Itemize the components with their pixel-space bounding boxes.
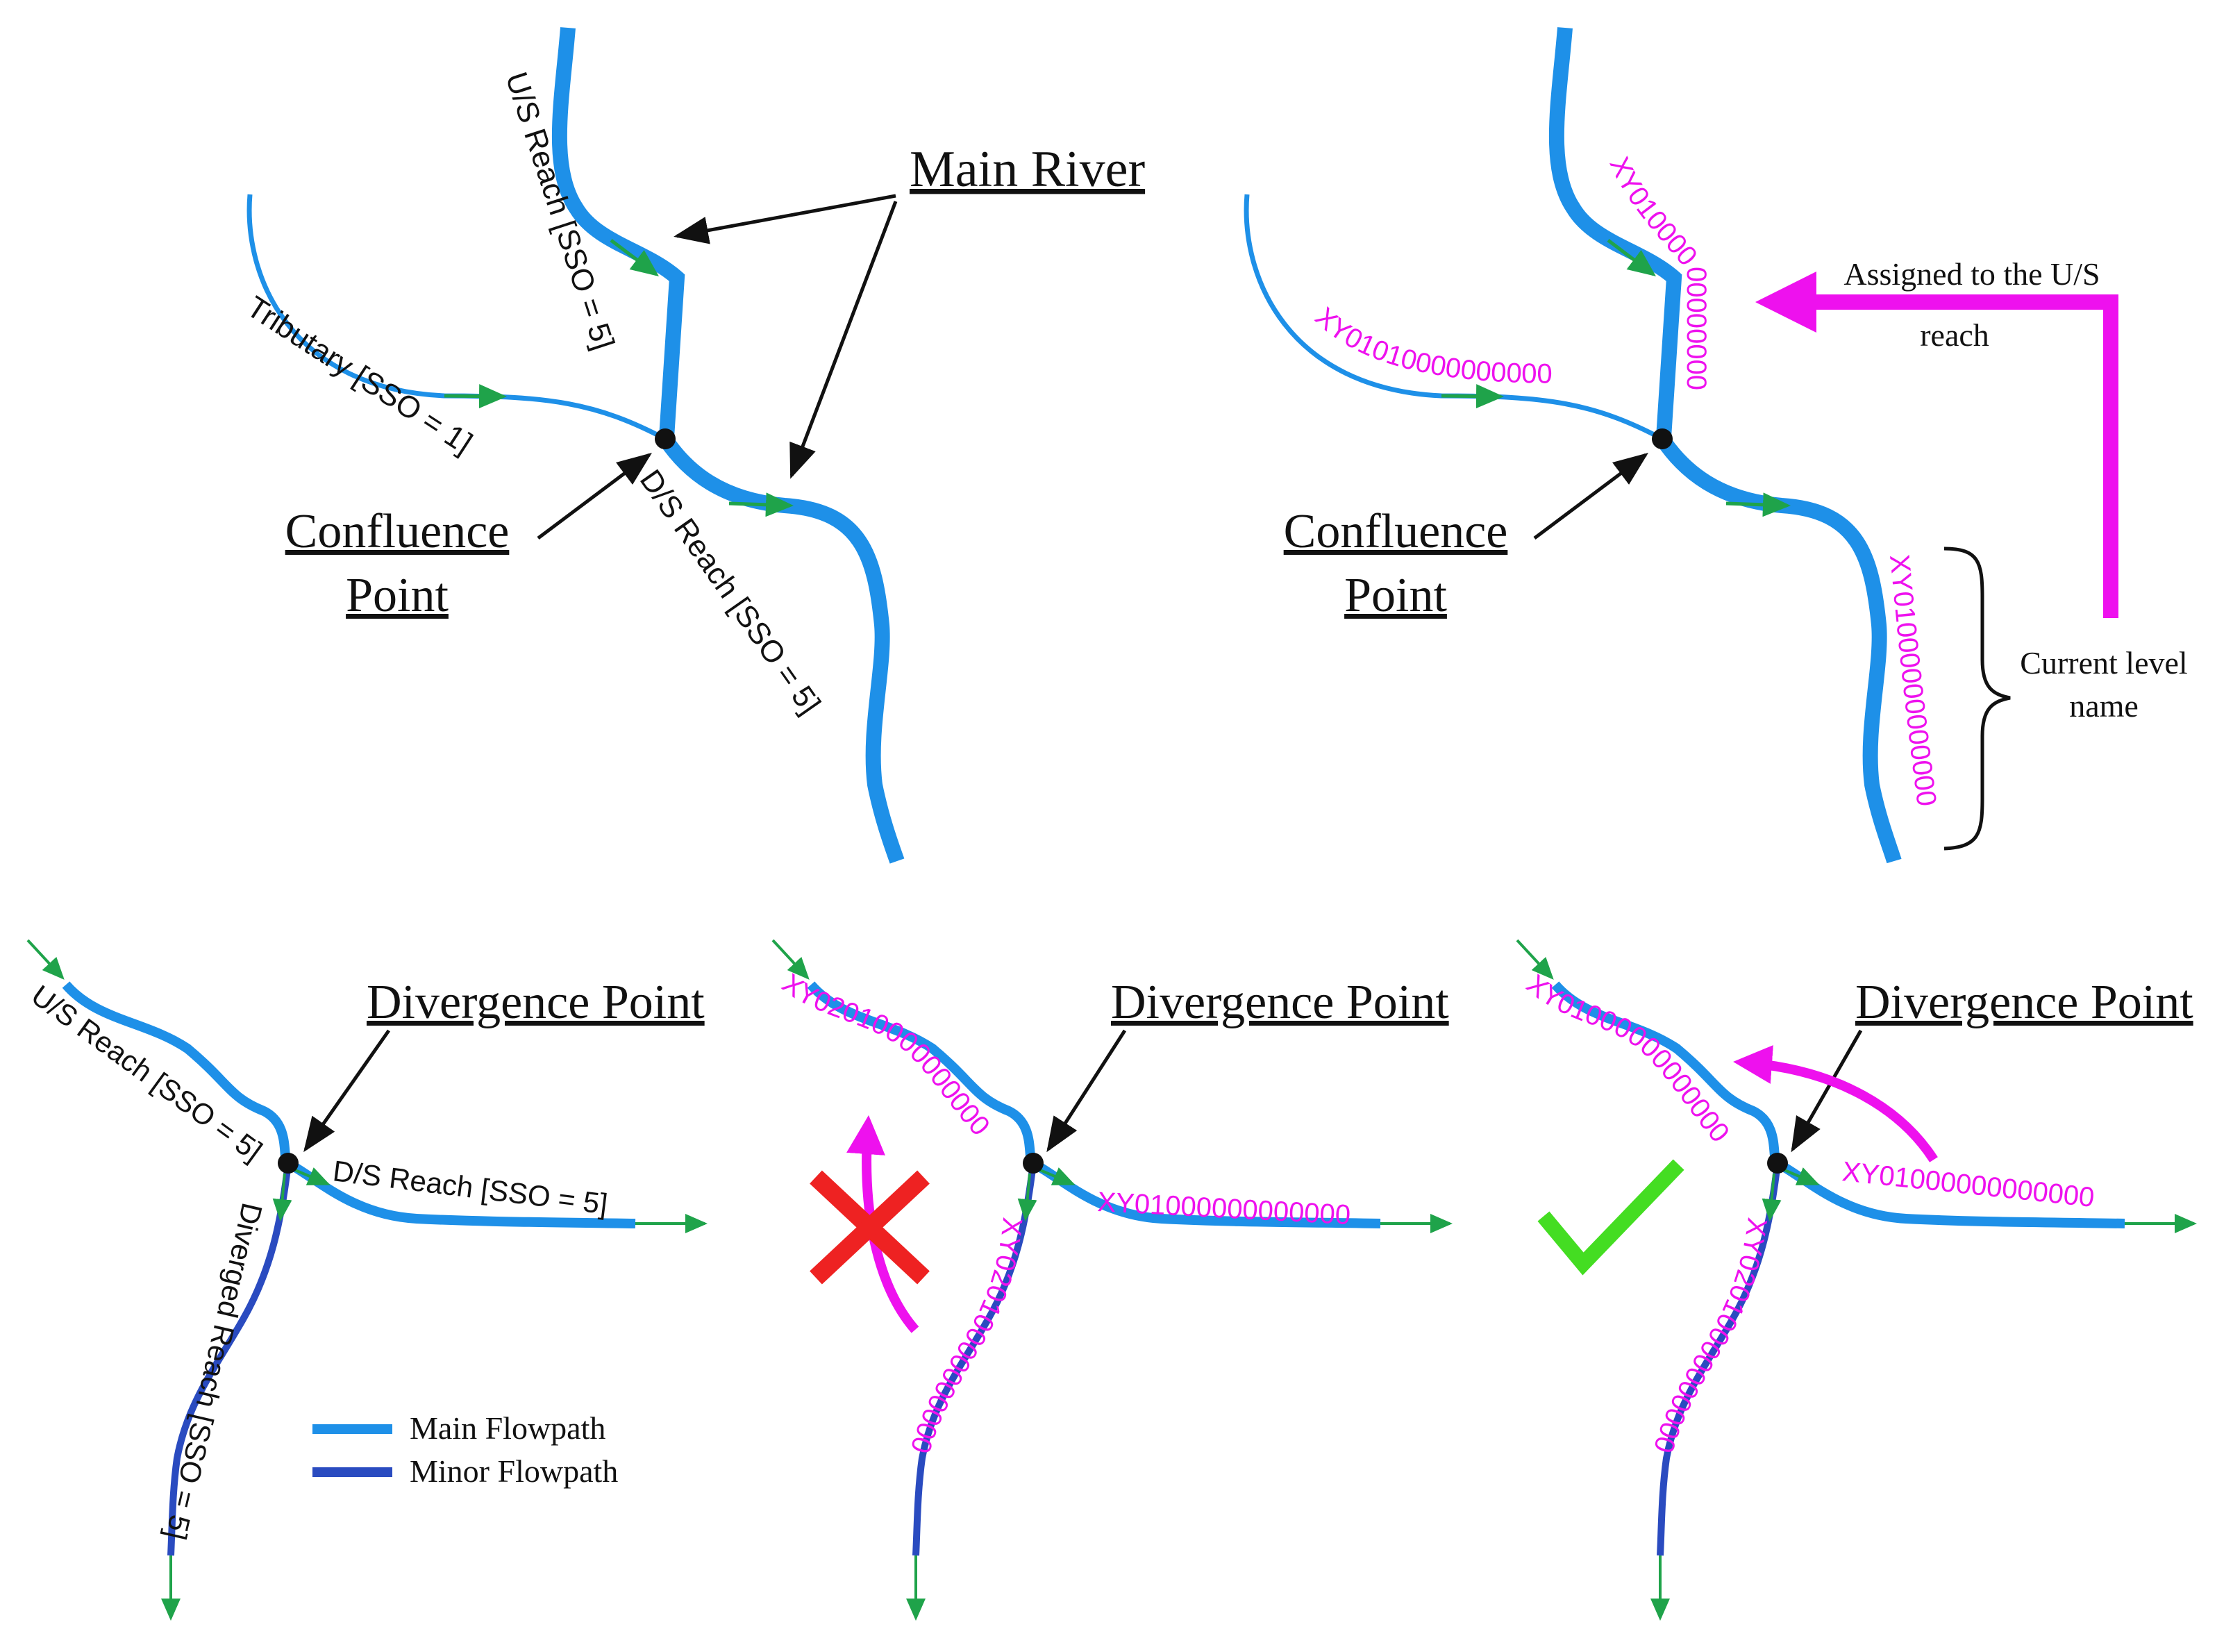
- main-flowpath-us: [807, 981, 1037, 1168]
- flow-arrow: [1779, 1167, 1820, 1185]
- flow-arrow: [1017, 1173, 1037, 1221]
- divergence-title: Divergence Point: [367, 976, 705, 1029]
- minor-flowpath-diverged: [1657, 1162, 1781, 1556]
- confluence-label-line1: Confluence: [285, 505, 510, 558]
- confluence-label-line1: Confluence: [1284, 505, 1508, 558]
- panel-divergence-wrong: Divergence Point XY02010000000000 XY0100…: [771, 939, 1453, 1621]
- flow-arrow: [610, 239, 659, 277]
- main-flowpath-us: [62, 981, 292, 1168]
- flow-arrow: [1516, 939, 1554, 980]
- us-reach-code: XY02010000000000: [776, 968, 996, 1142]
- diverged-reach-code: XY02010000000000: [905, 1216, 1028, 1457]
- assigned-label-line2: reach: [1920, 317, 1989, 353]
- confluence-point-marker: [1652, 428, 1673, 449]
- tributary-line: [246, 194, 667, 442]
- main-river-ds-reach: [658, 434, 905, 864]
- flow-arrow: [290, 1167, 331, 1185]
- divergence-point-marker: [278, 1153, 299, 1174]
- pointer-arrow: [1533, 453, 1648, 540]
- pointer-arrow: [537, 453, 652, 540]
- curly-brace: [1943, 547, 2011, 851]
- main-flowpath-us: [1551, 981, 1782, 1168]
- confluence-point-marker: [655, 428, 676, 449]
- panel-confluence-codes: XY01000000000000 XY01010000000000 XY0100…: [1244, 27, 2188, 864]
- pointer-arrow: [1791, 1029, 1863, 1153]
- legend-minor-label: Minor Flowpath: [410, 1453, 618, 1489]
- minor-flowpath-diverged: [167, 1162, 292, 1556]
- check-mark-icon: [1537, 1159, 1684, 1276]
- flow-arrow: [1441, 384, 1504, 409]
- diverged-reach-code: XY02010000000000: [1648, 1216, 1773, 1456]
- assigned-arrow: [1755, 272, 2118, 618]
- divergence-point-marker: [1023, 1153, 1044, 1174]
- tributary-label: Tributary [SSO = 1]: [241, 290, 478, 460]
- panel-confluence-naming: Main River U/S Reach [SSO = 5] Tributary…: [241, 27, 1145, 864]
- us-reach-code: XY01000000000000: [1521, 969, 1735, 1148]
- panel-divergence-reaches: Divergence Point U/S Reach [SSO = 5] D/S…: [26, 939, 708, 1621]
- divergence-title: Divergence Point: [1111, 976, 1449, 1029]
- us-reach-label: U/S Reach [SSO = 5]: [26, 978, 269, 1167]
- pointer-arrow: [1046, 1029, 1127, 1153]
- flow-arrow: [1035, 1167, 1076, 1185]
- flow-arrow: [728, 492, 794, 517]
- main-river-ds-reach: [1655, 434, 1902, 864]
- flow-arrow: [272, 1173, 292, 1221]
- flow-arrow: [26, 939, 65, 980]
- main-river-label: Main River: [910, 141, 1145, 198]
- tributary-line: [1244, 194, 1664, 442]
- legend-main-label: Main Flowpath: [410, 1410, 605, 1446]
- current-level-label-line1: Current level: [2020, 645, 2187, 681]
- minor-flowpath-diverged: [912, 1162, 1037, 1556]
- wrong-assignment-arrow: [846, 1115, 919, 1333]
- ds-reach-code: XY01000000000000: [1841, 1156, 2096, 1213]
- flow-arrow: [1607, 239, 1656, 277]
- flow-arrow: [444, 384, 507, 409]
- confluence-label-line2: Point: [1344, 569, 1447, 622]
- tributary-code: XY01010000000000: [1310, 301, 1553, 389]
- current-level-label-line2: name: [2069, 688, 2139, 724]
- pointer-arrow: [789, 201, 898, 479]
- flow-arrow: [1762, 1173, 1782, 1221]
- diverged-reach-label: Diverged Reach [SSO = 5]: [160, 1200, 269, 1543]
- flow-arrow: [771, 939, 810, 980]
- panel-divergence-correct: Divergence Point XY01000000000000 XY0100…: [1516, 939, 2197, 1621]
- divergence-point-marker: [1767, 1153, 1788, 1174]
- pointer-arrow: [674, 194, 896, 244]
- assigned-label-line1: Assigned to the U/S: [1843, 256, 2100, 292]
- divergence-title: Divergence Point: [1855, 976, 2193, 1029]
- flow-arrow: [1725, 492, 1791, 517]
- wrong-mark-icon: [810, 1170, 930, 1285]
- pointer-arrow: [303, 1029, 391, 1153]
- correct-assignment-arrow: [1733, 1045, 1938, 1162]
- ds-reach-code: XY01000000000000: [1884, 553, 1942, 808]
- confluence-label-line2: Point: [346, 569, 449, 622]
